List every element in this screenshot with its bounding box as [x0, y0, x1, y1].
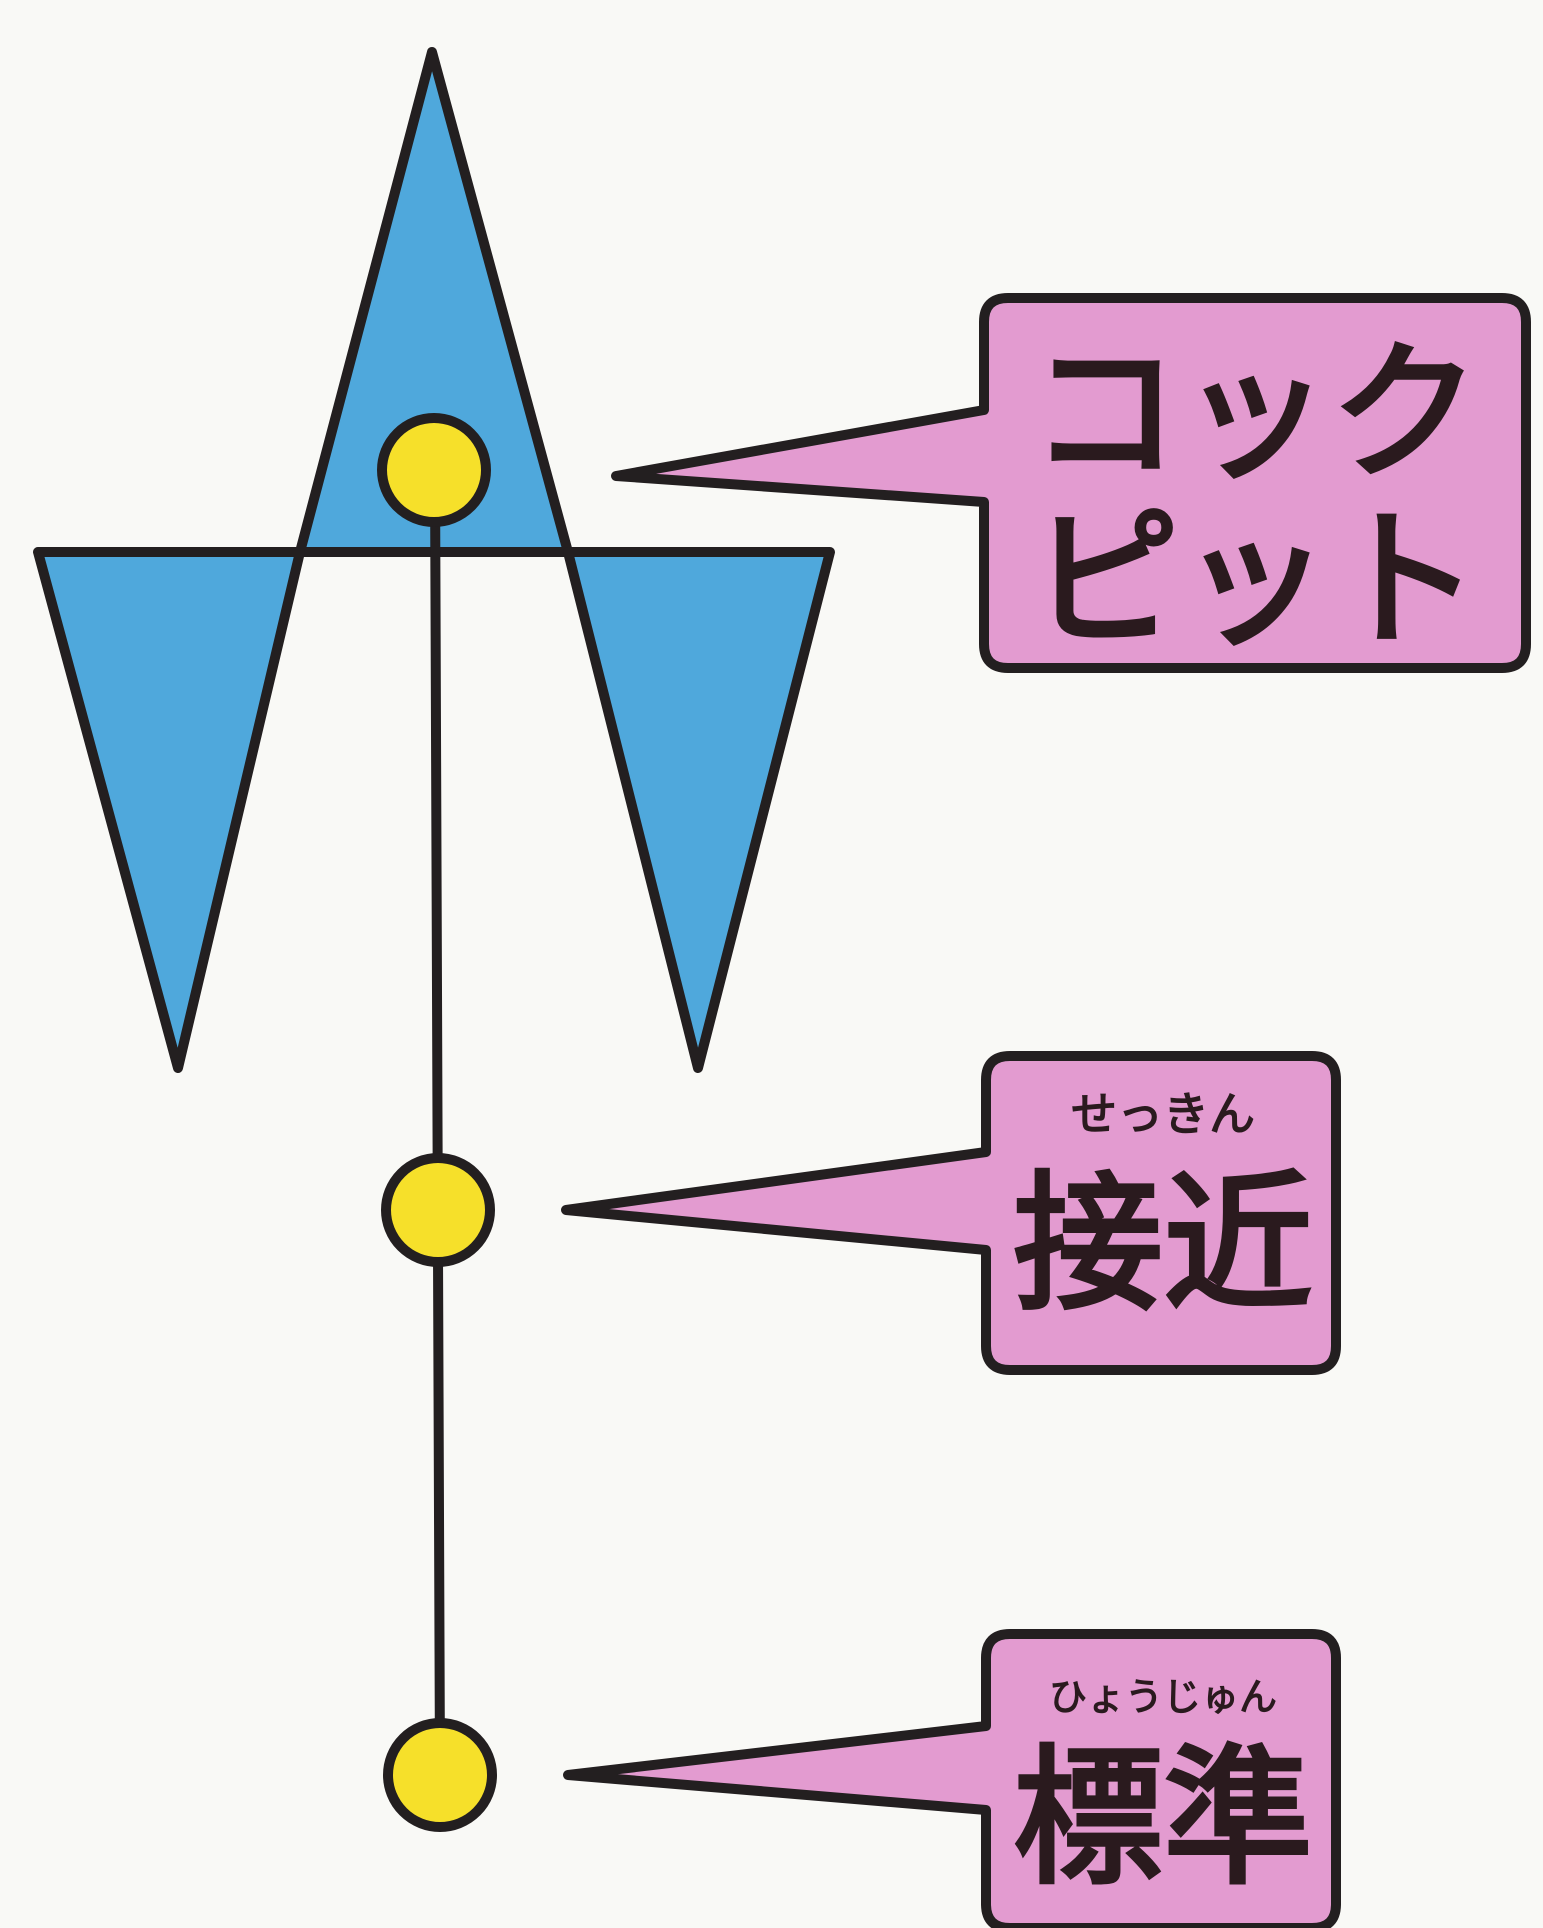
callout-close: せっきん 接近 [561, 1051, 1341, 1375]
callout-cockpit: コック ピット [611, 293, 1531, 673]
callout-standard: ひょうじゅん 標準 [563, 1629, 1341, 1928]
cockpit-marker [377, 413, 491, 527]
camera-track-line [430, 465, 445, 1780]
callout-close-bubble [561, 1051, 1341, 1375]
callout-cockpit-line1: コック [1030, 327, 1480, 501]
ship-right-wing [563, 547, 835, 1073]
ship-left-wing [33, 547, 305, 1073]
callout-standard-ruby: ひょうじゅん [1049, 1675, 1277, 1719]
callout-standard-label: 標準 [1013, 1732, 1313, 1906]
callout-cockpit-line2: ピット [1030, 494, 1480, 668]
callout-cockpit-bubble [611, 293, 1531, 673]
callout-close-ruby: せっきん [1071, 1087, 1255, 1141]
standard-marker [383, 1718, 497, 1832]
close-marker [381, 1153, 495, 1267]
ship-silhouette-icon [33, 47, 835, 1073]
callout-close-label: 接近 [1013, 1158, 1313, 1332]
